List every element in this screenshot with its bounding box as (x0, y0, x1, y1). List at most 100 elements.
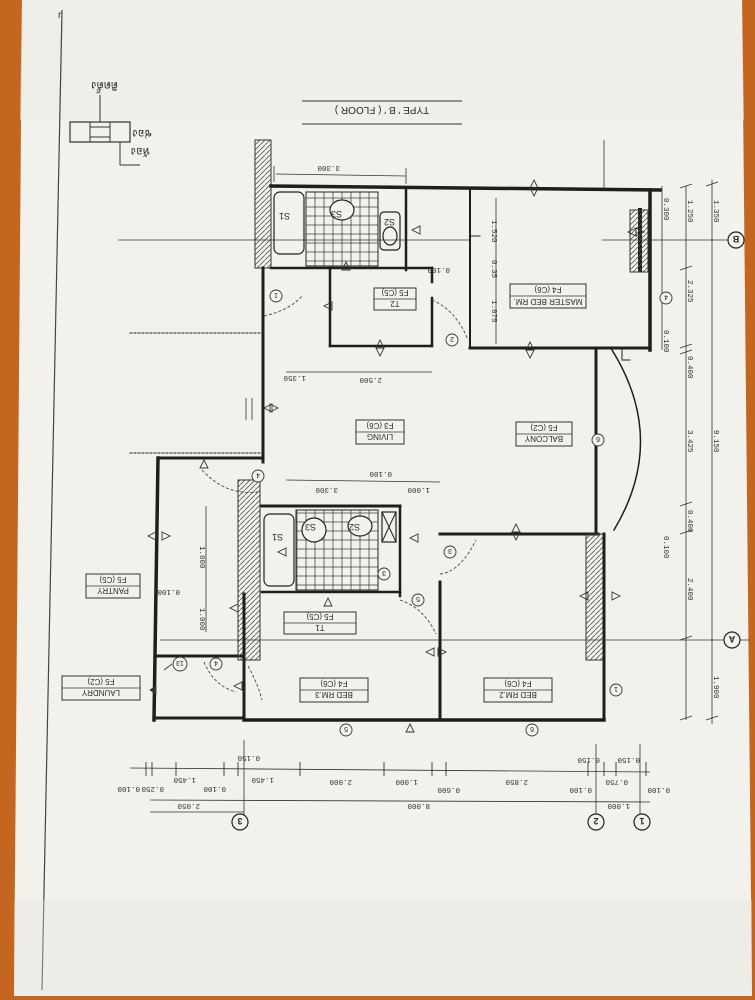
grid-marker-1: 1 (639, 816, 644, 826)
fixture-s2-upper: S2 (384, 217, 395, 227)
fixture-s2-lower: S2 (349, 522, 360, 532)
room-laundry-spec: F5 (C2) (87, 677, 114, 686)
dim-b-0600: 0.600 (437, 785, 460, 793)
door-swings (201, 295, 477, 701)
dim-b-2050: 2.050 (177, 801, 200, 809)
dim-right-0400b: 0.400 (685, 510, 693, 533)
dim-level-living: 0.100 (369, 469, 392, 477)
dim-b-0750: 0.750 (605, 777, 628, 785)
room-pantry-name: PANTRY (96, 586, 128, 595)
bathtub-upper (273, 191, 305, 255)
dim-right-2400: 2.400 (685, 578, 693, 601)
dim-0100c: 0.100 (157, 587, 180, 595)
bathtub-lower (263, 513, 295, 587)
dim-1350: 1.350 (283, 373, 306, 381)
dim-3300b: 3.300 (315, 485, 338, 493)
sheet-title: TYPE ' B ' ( FLOOR ) (335, 104, 429, 115)
door-tag-3: 3 (448, 547, 452, 554)
room-bed2-spec: F4 (C6) (504, 679, 531, 688)
fixture-s1-upper: S1 (279, 211, 290, 221)
door-tag-6b: 6 (530, 725, 534, 732)
dim-b-1450b: 1.450 (251, 775, 274, 783)
room-balcony-spec: F5 (C2) (530, 423, 557, 432)
dim-1000b: 1.000 (197, 608, 205, 631)
sheet-margin-line (41, 9, 63, 991)
room-bed3-name: BED RM.3 (315, 690, 353, 699)
electrical-symbols (146, 178, 646, 733)
dim-b-8000: 8.000 (407, 801, 430, 809)
basin-lower (301, 517, 327, 543)
door-tag-6: 6 (596, 435, 600, 442)
legend-side-label: ช่อง (133, 127, 152, 139)
dim-top-width: 3.300 (317, 163, 340, 171)
dim-right-0100a: 0.100 (661, 330, 669, 353)
door-tag-5: 5 (416, 595, 420, 602)
dim-b-0150b: 0.150 (577, 755, 600, 763)
door-tag-labels: 1 2 6 4 4 3 5 3 13 4 5 6 1 (176, 291, 668, 732)
door-tag-13: 13 (176, 659, 184, 666)
svg-text:r: r (58, 10, 62, 21)
door-tag-2: 2 (450, 335, 454, 342)
grid-marker-3: 3 (237, 816, 242, 826)
door-tag-1: 1 (274, 291, 278, 298)
door-tag-4b: 4 (256, 471, 260, 478)
paper-shadow (14, 900, 752, 996)
dim-2500: 2.500 (359, 375, 382, 383)
legend-block: ช่อง ห้อง ติดตั้ง (69, 79, 152, 166)
door-tag-4c: 4 (214, 659, 218, 666)
dim-right-0300: 0.300 (661, 198, 669, 221)
grid-marker-labels: 3 2 1 A B (237, 234, 739, 826)
dim-b-0100c: 0.100 (569, 785, 592, 793)
dim-b-1000: 1.000 (395, 777, 418, 785)
dim-1000: 1.000 (407, 485, 430, 493)
fixture-s1-lower: S1 (272, 532, 283, 542)
basin-upper (329, 199, 355, 221)
dim-b-0250: 0.250 (141, 784, 164, 792)
sheet-title-group: TYPE ' B ' ( FLOOR ) (302, 100, 462, 125)
dim-level-upper: 0.100 (427, 265, 450, 273)
room-bed3-spec: F4 (C6) (320, 679, 347, 688)
room-t1-name: T1 (315, 623, 325, 632)
bath-fixtures (263, 191, 401, 587)
dim-right-3425: 3.425 (685, 430, 693, 453)
room-pantry-spec: F5 (C5) (99, 575, 126, 584)
dim-b-2850: 2.850 (505, 777, 528, 785)
room-laundry-name: LAUNDRY (81, 688, 120, 697)
grid-markers (231, 231, 745, 831)
dimension-lines (118, 140, 750, 822)
dim-b-0150c: 0.150 (617, 755, 640, 763)
walls (129, 139, 662, 722)
grid-marker-2: 2 (593, 816, 598, 826)
dim-right-1350: 1.350 (711, 200, 719, 223)
dimension-labels: 3.300 0.100 1.520 0.35 1.875 1.350 2.500… (117, 163, 719, 809)
room-t2-name: T2 (390, 299, 400, 308)
legend-bottom-label: ติดตั้ง (91, 79, 118, 94)
fixture-s3-upper: S3 (331, 209, 342, 219)
room-labels: MASTER BED RM. F4 (C6) T2 F5 (C5) LIVING… (61, 283, 587, 703)
dim-right-0400a: 0.400 (685, 356, 693, 379)
fixture-labels: S1 S3 S2 S1 S3 S2 (272, 209, 395, 542)
dim-b-2000: 2.000 (329, 777, 352, 785)
dim-right-0100b: 0.100 (661, 536, 669, 559)
dim-right-1900: 1.900 (711, 676, 719, 699)
dim-1520: 1.520 (489, 220, 497, 243)
room-living-spec: F3 (C6) (366, 421, 393, 430)
dim-b-1450a: 1.450 (173, 775, 196, 783)
door-tag-1b: 1 (614, 685, 618, 692)
dim-1875: 1.875 (489, 300, 497, 323)
dim-1800: 1.800 (197, 546, 205, 569)
door-tag-5b: 5 (344, 725, 348, 732)
door-tag-circles (172, 289, 673, 737)
dim-035: 0.35 (489, 260, 497, 279)
grid-marker-a: A (728, 634, 735, 644)
dim-b-0150a: 0.150 (237, 753, 260, 761)
dim-b-0100d: 0.100 (647, 785, 670, 793)
dim-b-0100a: 0.100 (117, 784, 140, 792)
room-t1-spec: F5 (C5) (306, 612, 333, 621)
room-master-spec: F4 (C6) (534, 285, 561, 294)
dim-right-2325: 2.325 (685, 280, 693, 303)
wall-openings (149, 398, 253, 695)
room-living-name: LIVING (367, 432, 393, 441)
